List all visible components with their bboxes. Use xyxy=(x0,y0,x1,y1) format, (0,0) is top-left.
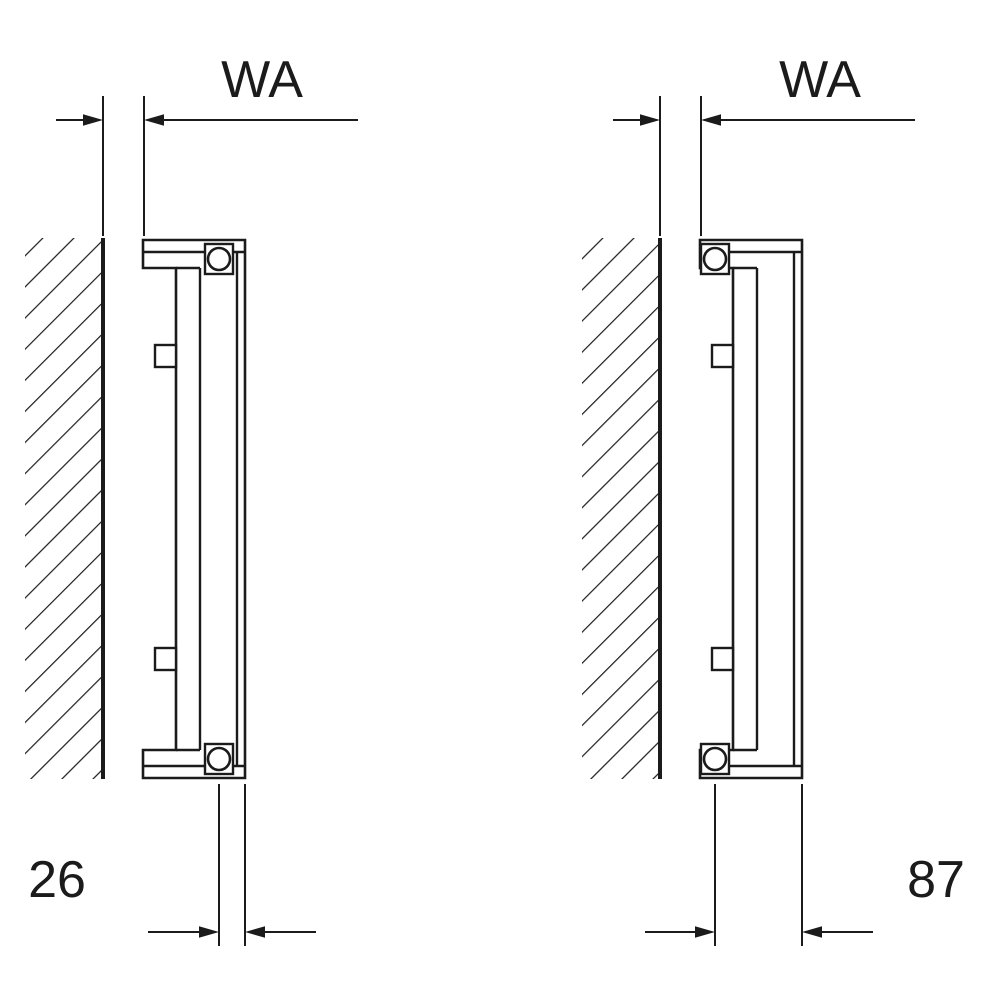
arrowhead-left xyxy=(701,114,721,126)
wall-hatching-left xyxy=(25,238,103,779)
wall-section-right xyxy=(582,238,662,779)
pipe-connection-top-left xyxy=(203,242,235,276)
arrowhead-right xyxy=(83,114,103,126)
pipe-connection-top-right xyxy=(699,242,731,276)
label-wa-left: WA xyxy=(221,51,303,109)
figure-left: WA 26 xyxy=(25,51,358,946)
pipe-connection-bottom-left xyxy=(203,742,235,776)
radiator-profile-right xyxy=(698,238,804,780)
arrowhead-right xyxy=(640,114,660,126)
dimension-26-left xyxy=(148,784,316,946)
arrowhead-right xyxy=(695,926,715,938)
dimension-wa-right xyxy=(613,96,915,236)
arrowhead-right xyxy=(199,926,219,938)
radiator-profile-left xyxy=(141,238,247,780)
label-87-right: 87 xyxy=(907,851,965,909)
label-wa-right: WA xyxy=(779,51,861,109)
figure-right: WA 87 xyxy=(582,51,965,946)
arrowhead-left xyxy=(144,114,164,126)
arrowhead-left xyxy=(802,926,822,938)
dimension-87-right xyxy=(645,784,873,946)
dimension-wa-left xyxy=(56,96,358,236)
wall-section-left xyxy=(25,238,105,779)
arrowhead-left xyxy=(245,926,265,938)
wall-hatching-right xyxy=(582,238,660,779)
pipe-connection-bottom-right xyxy=(699,742,731,776)
label-26-left: 26 xyxy=(28,851,86,909)
